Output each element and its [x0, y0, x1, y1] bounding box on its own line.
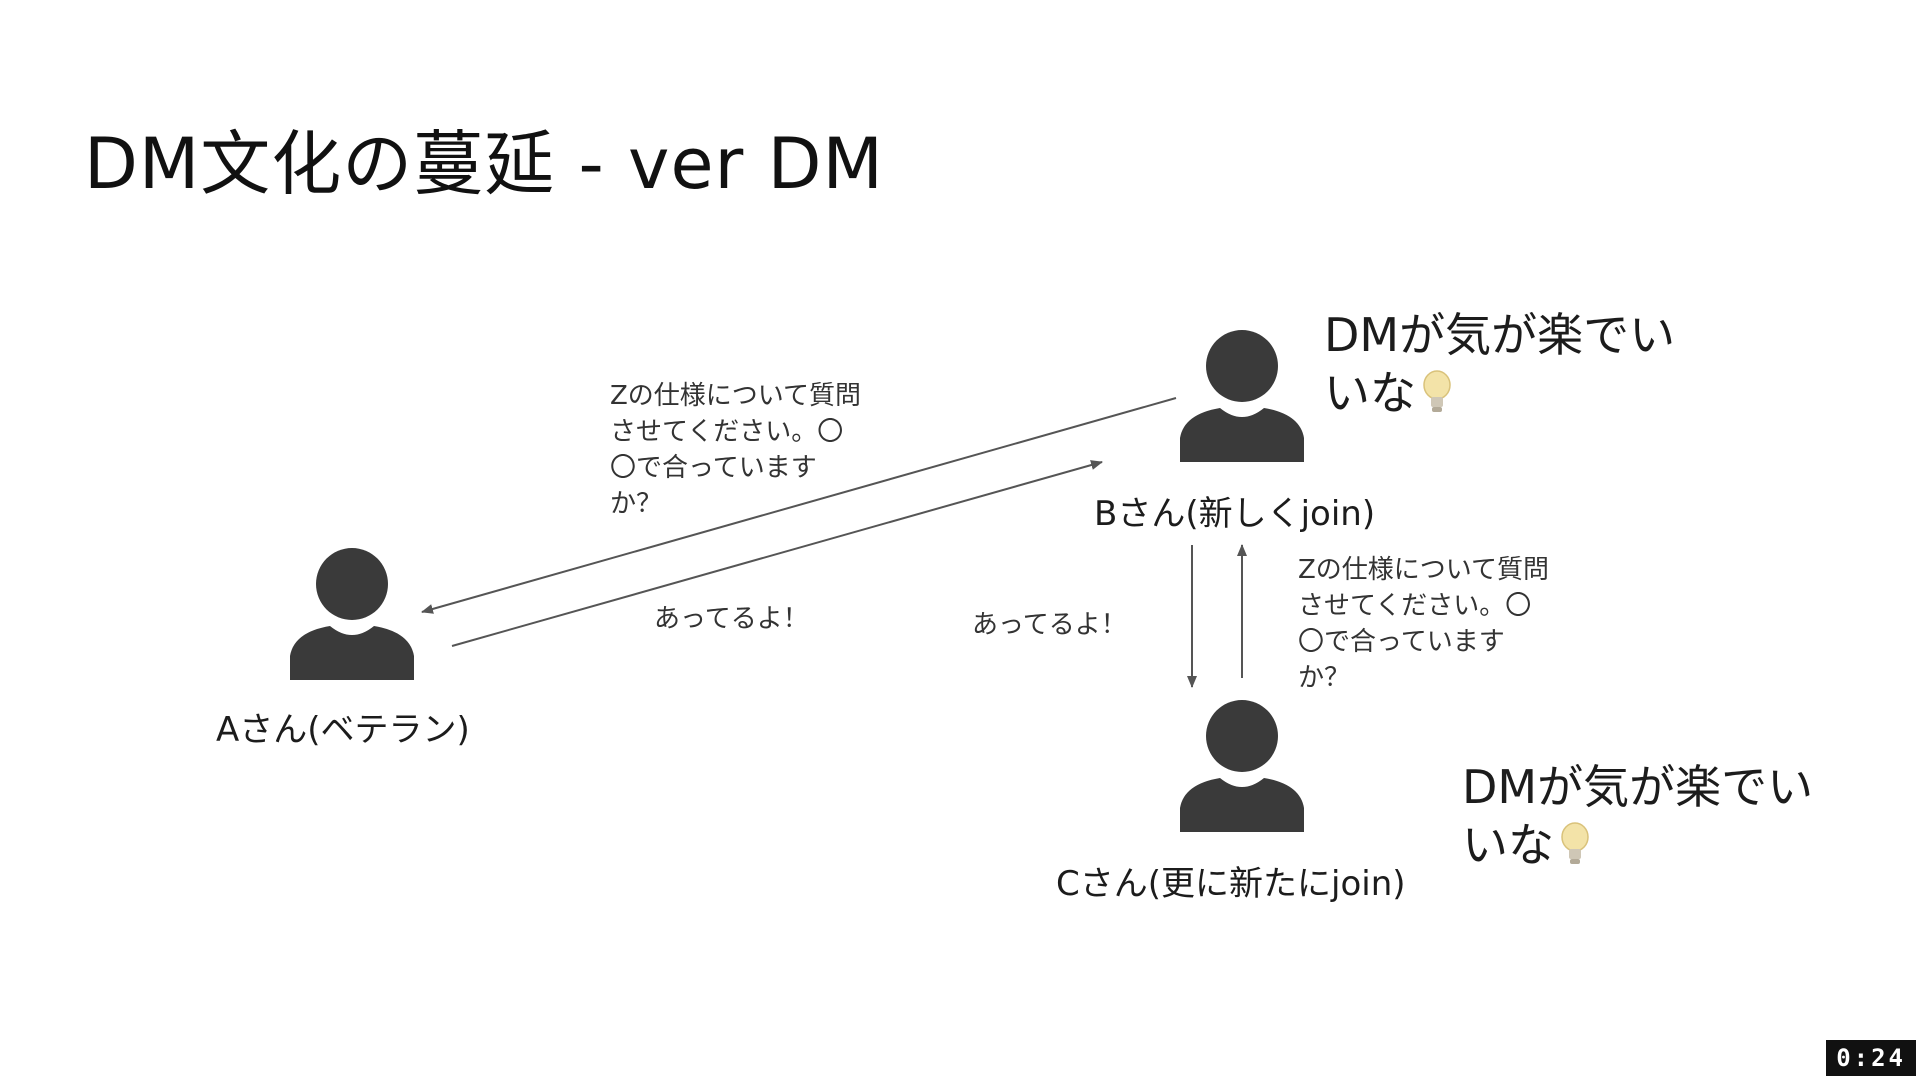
- thought-line: いな: [1462, 818, 1554, 872]
- message-line: 〇で合っています: [1298, 627, 1505, 657]
- message-line: 〇で合っています: [610, 453, 817, 483]
- person-a-icon: [286, 548, 418, 680]
- thought-c: DMが気が楽でい いな: [1462, 758, 1813, 874]
- video-timer: 0:24: [1826, 1040, 1916, 1076]
- message-question-b-to-a: Zの仕様について質問 させてください。〇 〇で合っています か？: [610, 378, 861, 522]
- thought-line: DMが気が楽でい: [1324, 308, 1676, 362]
- message-line: Zの仕様について質問: [1298, 555, 1550, 585]
- message-line: させてください。〇: [610, 417, 844, 447]
- message-reply-b-to-c: あってるよ！: [972, 610, 1127, 640]
- message-line: させてください。〇: [1298, 591, 1532, 621]
- thought-b: DMが気が楽でい いな: [1324, 306, 1675, 422]
- person-c-label: Cさん(更に新たにjoin): [1056, 864, 1406, 904]
- thought-line-with-bulb: いな: [1324, 364, 1675, 422]
- slide-title: DM文化の蔓延 - ver DM: [84, 123, 884, 205]
- message-question-c-to-b: Zの仕様について質問 させてください。〇 〇で合っています か？: [1298, 552, 1549, 696]
- person-c-icon: [1176, 700, 1308, 832]
- message-reply-a-to-b: あってるよ！: [654, 604, 809, 634]
- person-a-label: Aさん(ベテラン): [216, 710, 470, 750]
- thought-line-with-bulb: いな: [1462, 816, 1813, 874]
- person-b-label: Bさん(新しくjoin): [1094, 494, 1376, 534]
- thought-line: DMが気が楽でい: [1462, 760, 1814, 814]
- person-b-icon: [1176, 330, 1308, 462]
- lightbulb-icon: [1561, 822, 1589, 864]
- lightbulb-icon: [1423, 370, 1451, 412]
- message-line: Zの仕様について質問: [610, 381, 862, 411]
- thought-line: いな: [1324, 366, 1416, 420]
- message-line: か？: [1298, 663, 1351, 693]
- message-line: か？: [610, 489, 663, 519]
